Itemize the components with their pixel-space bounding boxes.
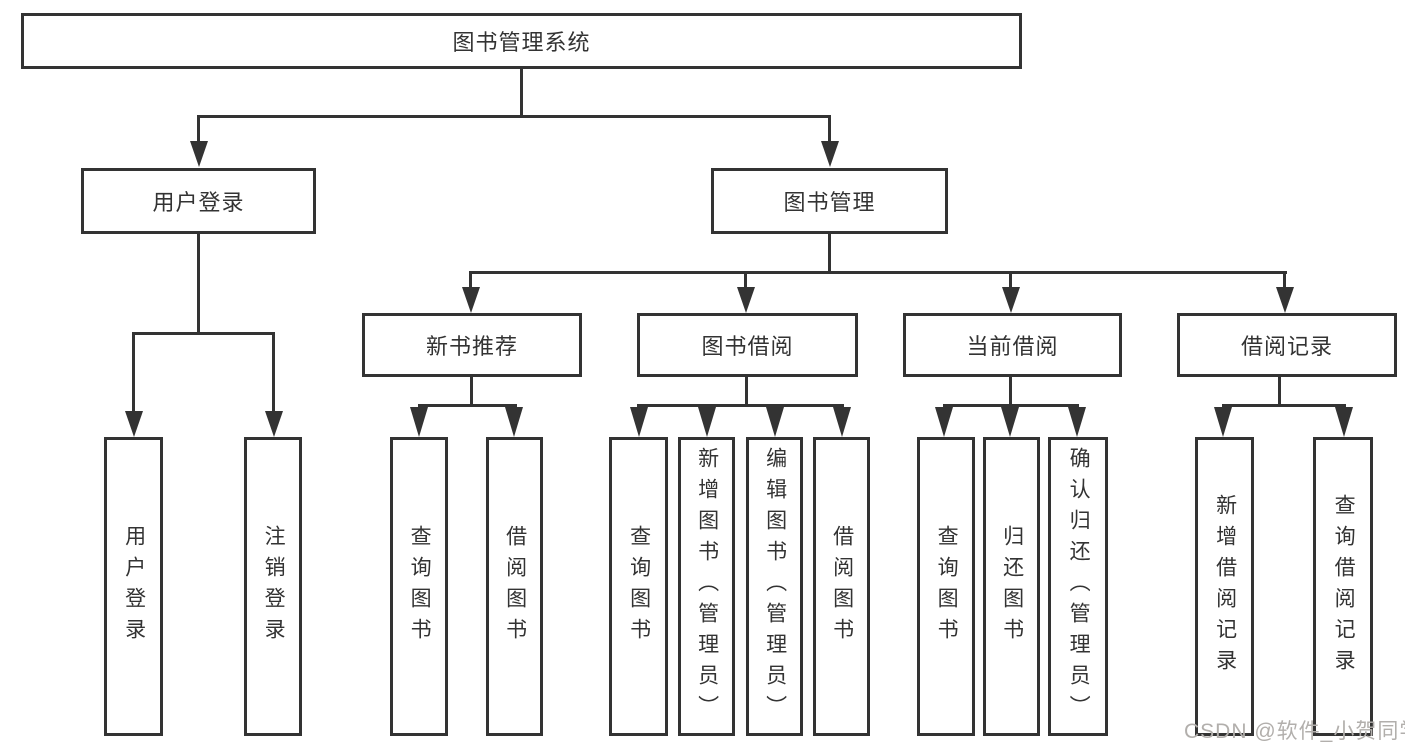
node-new-book-recommend: 新书推荐 <box>362 313 582 377</box>
arrowhead-leaf-query-books-current <box>935 407 953 437</box>
node-book-management: 图书管理 <box>711 168 948 234</box>
node-current-borrow: 当前借阅 <box>903 313 1122 377</box>
connector-drop-borrow-records <box>1283 271 1286 289</box>
node-book-borrow: 图书借阅 <box>637 313 858 377</box>
leaf-return-books: 归还图书 <box>983 437 1040 736</box>
connector-drop-user-login <box>197 115 200 143</box>
leaf-query-books-current: 查询图书 <box>917 437 975 736</box>
leaf-label: 确认归还（管理员） <box>1067 447 1091 726</box>
node-root-library-system: 图书管理系统 <box>21 13 1022 69</box>
connector-book-management-stem <box>828 234 831 274</box>
connector-book-management-rail <box>469 271 1287 274</box>
arrowhead-leaf-add-book-admin <box>698 407 716 437</box>
connector-drop-leaf-login <box>132 332 135 412</box>
leaf-edit-book-admin: 编辑图书（管理员） <box>746 437 803 736</box>
arrowhead-leaf-query-borrow-record <box>1335 407 1353 437</box>
leaf-label: 查询图书 <box>627 524 651 649</box>
arrowhead-leaf-query-books-borrow <box>630 407 648 437</box>
node-label: 用户登录 <box>152 190 245 215</box>
connector-root-rail <box>197 115 831 118</box>
connector-new-book-stem <box>470 377 473 406</box>
leaf-borrow-books: 借阅图书 <box>813 437 870 736</box>
arrowhead-leaf-confirm-return-admin <box>1068 407 1086 437</box>
leaf-add-book-admin: 新增图书（管理员） <box>678 437 735 736</box>
arrowhead-leaf-logout <box>265 411 283 437</box>
connector-book-borrow-stem <box>745 377 748 406</box>
arrowhead-borrow-records <box>1276 287 1294 313</box>
arrowhead-current-borrow <box>1002 287 1020 313</box>
node-label: 借阅记录 <box>1240 334 1333 359</box>
connector-book-borrow-rail <box>637 404 844 407</box>
leaf-query-books-recommend: 查询图书 <box>390 437 448 736</box>
leaf-label: 借阅图书 <box>503 524 527 649</box>
node-label: 图书管理 <box>783 190 876 215</box>
leaf-label: 新增图书（管理员） <box>695 447 719 726</box>
leaf-label: 新增借阅记录 <box>1213 493 1237 680</box>
arrowhead-new-book <box>462 287 480 313</box>
arrowhead-book-management <box>821 141 839 167</box>
connector-drop-book-borrow <box>744 271 747 289</box>
arrowhead-user-login <box>190 141 208 167</box>
leaf-label: 查询图书 <box>935 524 959 649</box>
connector-current-borrow-rail <box>943 404 1079 407</box>
connector-drop-book-management <box>828 115 831 143</box>
arrowhead-book-borrow <box>737 287 755 313</box>
leaf-label: 编辑图书（管理员） <box>763 447 787 726</box>
node-label: 图书管理系统 <box>452 30 591 55</box>
leaf-confirm-return-admin: 确认归还（管理员） <box>1048 437 1108 736</box>
leaf-label: 借阅图书 <box>830 524 854 649</box>
leaf-label: 用户登录 <box>122 524 146 649</box>
leaf-user-login: 用户登录 <box>104 437 163 736</box>
node-label: 图书借阅 <box>701 334 794 359</box>
leaf-add-borrow-record: 新增借阅记录 <box>1195 437 1254 736</box>
connector-user-login-stem <box>197 234 200 335</box>
leaf-label: 注销登录 <box>262 524 286 649</box>
leaf-logout: 注销登录 <box>244 437 302 736</box>
csdn-watermark: CSDN @软件_小贺同学 <box>1184 720 1405 743</box>
leaf-label: 查询图书 <box>408 524 432 649</box>
arrowhead-leaf-add-borrow-record <box>1214 407 1232 437</box>
node-borrow-records: 借阅记录 <box>1177 313 1397 377</box>
arrowhead-leaf-return-books <box>1001 407 1019 437</box>
leaf-query-borrow-record: 查询借阅记录 <box>1313 437 1373 736</box>
leaf-borrow-books-recommend: 借阅图书 <box>486 437 543 736</box>
connector-drop-leaf-logout <box>272 332 275 412</box>
arrowhead-leaf-borrow-books-recommend <box>505 407 523 437</box>
connector-user-login-rail <box>132 332 275 335</box>
connector-new-book-rail <box>418 404 517 407</box>
connector-root-stem <box>520 69 523 118</box>
node-label: 新书推荐 <box>425 334 518 359</box>
node-user-login: 用户登录 <box>81 168 316 234</box>
connector-borrow-records-stem <box>1278 377 1281 406</box>
connector-drop-new-book <box>469 271 472 289</box>
arrowhead-leaf-edit-book-admin <box>766 407 784 437</box>
connector-borrow-records-rail <box>1222 404 1346 407</box>
node-label: 当前借阅 <box>966 334 1059 359</box>
leaf-query-books-borrow: 查询图书 <box>609 437 668 736</box>
leaf-label: 归还图书 <box>1000 524 1024 649</box>
arrowhead-leaf-login <box>125 411 143 437</box>
leaf-label: 查询借阅记录 <box>1332 493 1356 680</box>
arrowhead-leaf-query-books-recommend <box>410 407 428 437</box>
arrowhead-leaf-borrow-books <box>833 407 851 437</box>
connector-drop-current-borrow <box>1009 271 1012 289</box>
connector-current-borrow-stem <box>1009 377 1012 406</box>
